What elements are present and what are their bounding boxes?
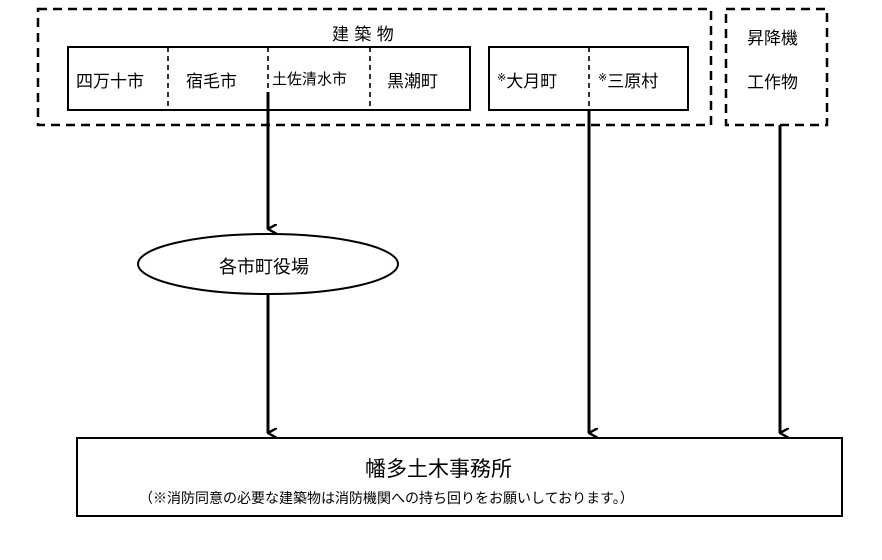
elevator-group-frame [724,7,829,127]
otsuki-note-mark: ※ [497,71,507,84]
mihara-name: 三原村 [607,72,659,92]
municipal-offices-label: 各市町役場 [219,257,309,278]
destination-box [76,437,843,517]
structure-label: 工作物 [747,73,798,93]
municipality-sukumo: 宿毛市 [186,72,237,92]
buildings-group-title: 建 築 物 [332,25,394,45]
elevator-label: 昇降機 [747,29,798,49]
destination-title: 幡多土木事務所 [365,457,512,481]
municipality-tosashimizu: 土佐清水市 [272,70,348,88]
municipality-otsuki: ※大月町 [497,67,557,92]
municipality-mihara: ※三原村 [598,67,658,92]
destination-note: （※消防同意の必要な建築物は消防機関への持ち回りをお願いしております。） [139,491,634,507]
buildings-group-frame [36,7,713,127]
mihara-note-mark: ※ [598,71,608,84]
municipality-shimanto: 四万十市 [76,72,144,92]
otsuki-name: 大月町 [506,72,558,92]
municipality-kuroshio: 黒潮町 [387,72,438,92]
